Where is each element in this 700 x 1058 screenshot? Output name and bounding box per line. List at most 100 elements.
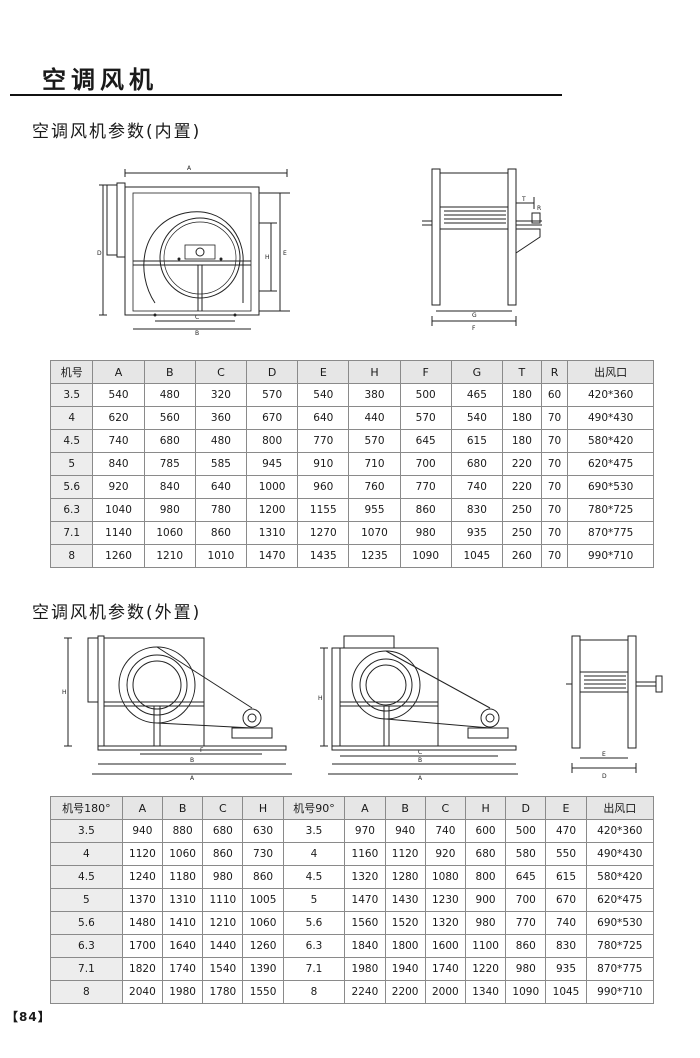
spec-table-internal-header-cell: D: [246, 360, 299, 384]
spec-table-external-header-cell: C: [202, 796, 244, 820]
diag4-label-c: C: [418, 749, 422, 756]
fan-front-view-internal-diagram: A B C D E H: [97, 165, 290, 337]
spec-table-external-cell: 1410: [162, 911, 204, 935]
spec-table-external-header-cell: B: [162, 796, 204, 820]
spec-table-internal-cell: 250: [501, 498, 542, 522]
spec-table-external-cell: 580*420: [585, 865, 655, 889]
spec-table-external-cell: 8: [282, 980, 346, 1004]
spec-table-external-header-cell: D: [505, 796, 547, 820]
spec-table-external-cell: 1560: [344, 911, 386, 935]
diag1-label-c: C: [195, 314, 199, 321]
spec-table-internal-cell: 1010: [194, 544, 248, 568]
spec-table-internal-cell: 1060: [143, 521, 196, 545]
spec-table-internal-cell: 70: [540, 521, 569, 545]
spec-table-internal-cell: 620*475: [567, 452, 654, 476]
spec-table-external-cell: 5.6: [282, 911, 346, 935]
spec-table-internal-cell: 480: [194, 429, 248, 453]
spec-table-external-cell: 800: [464, 865, 507, 889]
page-number: 【84】: [6, 1010, 51, 1024]
spec-table-internal-cell: 980: [143, 498, 196, 522]
section-title-external: 空调风机参数(外置): [32, 603, 202, 623]
spec-table-internal-cell: 840: [143, 475, 196, 499]
spec-table-internal-cell: 180: [501, 406, 542, 430]
spec-table-internal-cell: 680: [450, 452, 503, 476]
spec-table-internal-cell: 70: [540, 406, 569, 430]
spec-table-external-cell: 690*530: [585, 911, 655, 935]
spec-table-internal-cell: 70: [540, 452, 569, 476]
spec-table-internal-cell: 480: [143, 383, 196, 407]
spec-table-external-cell: 4: [50, 842, 123, 866]
diag3-label-b: B: [190, 757, 194, 764]
spec-table-external-cell: 740: [545, 911, 587, 935]
spec-table-internal-cell: 830: [450, 498, 503, 522]
spec-table-internal-header-cell: 出风口: [567, 360, 654, 384]
spec-table-external-header-cell: 出风口: [585, 796, 655, 820]
spec-table-external-cell: 935: [545, 957, 587, 981]
spec-table-external-cell: 3.5: [50, 819, 123, 843]
spec-table-internal-cell: 360: [194, 406, 248, 430]
spec-table-internal-cell: 1070: [348, 521, 401, 545]
spec-table-internal-header-cell: F: [399, 360, 452, 384]
spec-table-internal-cell: 770: [297, 429, 350, 453]
spec-table-internal-cell: 1260: [92, 544, 145, 568]
spec-table-internal-cell: 920: [92, 475, 145, 499]
spec-table-internal-cell: 320: [194, 383, 248, 407]
spec-table-external-cell: 1840: [344, 934, 386, 958]
spec-table-external-cell: 1980: [344, 957, 386, 981]
spec-table-internal-cell: 540: [92, 383, 145, 407]
diag1-label-d: D: [97, 250, 102, 257]
diag4-label-b: B: [418, 757, 422, 764]
spec-table-internal-cell: 860: [399, 498, 452, 522]
spec-table-external-cell: 1100: [464, 934, 507, 958]
spec-table-external-header-cell: E: [545, 796, 587, 820]
spec-table-internal-cell: 770: [399, 475, 452, 499]
spec-table-internal-cell: 640: [194, 475, 248, 499]
spec-table-external-cell: 6.3: [50, 934, 123, 958]
page-title: 空调风机: [42, 66, 158, 94]
spec-table-external-cell: 970: [344, 819, 386, 843]
spec-table-external-cell: 620*475: [585, 888, 655, 912]
diag5-label-d: D: [602, 773, 607, 780]
spec-table-external-cell: 1120: [384, 842, 426, 866]
spec-table-internal-cell: 490*430: [567, 406, 654, 430]
spec-table-internal-cell: 1200: [246, 498, 299, 522]
spec-table-external-cell: 780*725: [585, 934, 655, 958]
spec-table-internal-cell: 70: [540, 544, 569, 568]
spec-table-external-cell: 870*775: [585, 957, 655, 981]
diag3-label-h: H: [62, 689, 67, 696]
spec-table-internal-cell: 180: [501, 383, 542, 407]
spec-table-internal-cell: 5.6: [49, 475, 94, 499]
spec-table-internal-cell: 560: [143, 406, 196, 430]
spec-table-internal-cell: 580*420: [567, 429, 654, 453]
spec-table-external-cell: 700: [505, 888, 547, 912]
spec-table-external-cell: 615: [545, 865, 587, 889]
spec-table-external-cell: 860: [202, 842, 244, 866]
spec-table-internal-cell: 180: [501, 429, 542, 453]
spec-table-external-cell: 1740: [424, 957, 466, 981]
spec-table-internal-cell: 4: [49, 406, 94, 430]
spec-table-external-cell: 1550: [242, 980, 284, 1004]
spec-table-internal-header-cell: B: [143, 360, 196, 384]
spec-table-external-cell: 830: [545, 934, 587, 958]
spec-table-external-cell: 5.6: [50, 911, 123, 935]
spec-table-internal-cell: 785: [143, 452, 196, 476]
spec-table-internal-cell: 670: [246, 406, 299, 430]
spec-table-external-cell: 1600: [424, 934, 466, 958]
diag3-label-f: F: [200, 747, 204, 754]
spec-table-external-cell: 1980: [162, 980, 204, 1004]
spec-table-external-cell: 580: [505, 842, 547, 866]
spec-table-internal-cell: 1270: [297, 521, 350, 545]
spec-table-external-cell: 7.1: [282, 957, 346, 981]
spec-table-external-cell: 1480: [121, 911, 164, 935]
spec-table-external-cell: 980: [464, 911, 507, 935]
spec-table-internal-cell: 70: [540, 498, 569, 522]
spec-table-internal-cell: 500: [399, 383, 452, 407]
spec-table-internal-cell: 990*710: [567, 544, 654, 568]
